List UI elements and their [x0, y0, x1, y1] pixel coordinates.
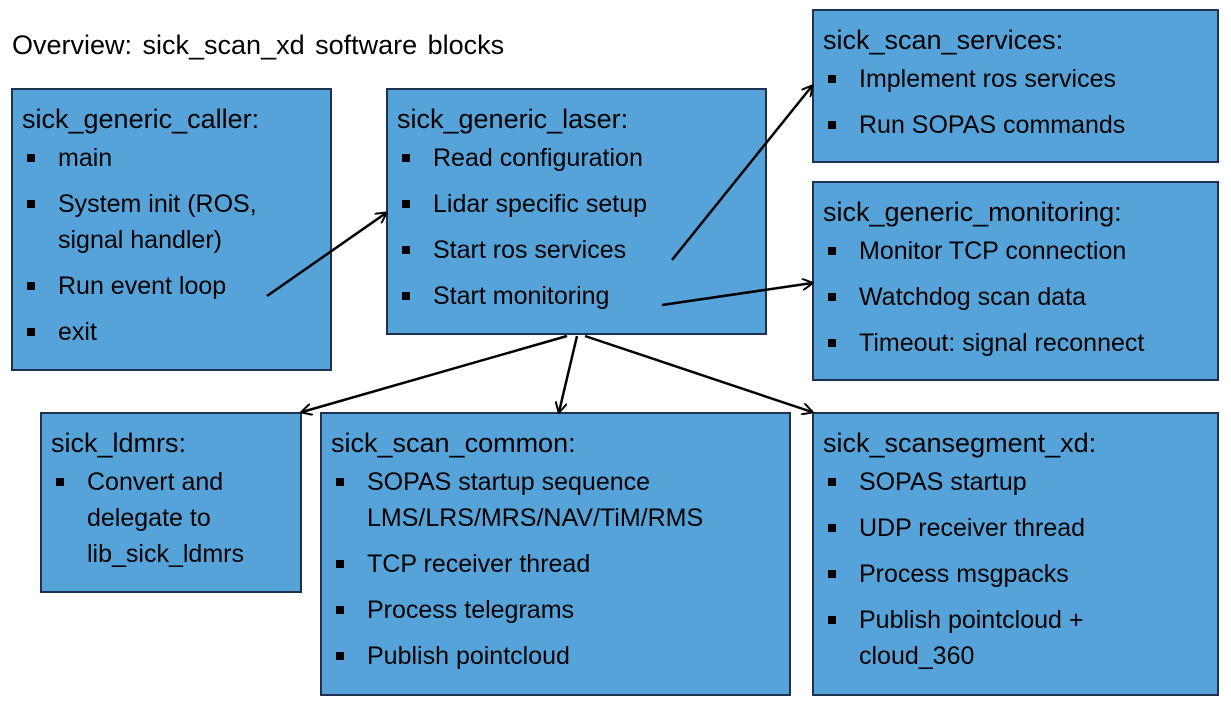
- list-item: System init (ROS, signal handler): [22, 186, 330, 258]
- list-item: Implement ros services: [823, 61, 1217, 97]
- block-sick-scan-services: sick_scan_services: Implement ros servic…: [812, 9, 1219, 163]
- block-sick-scan-common: sick_scan_common: SOPAS startup sequence…: [320, 412, 791, 696]
- list-item: Read configuration: [397, 140, 765, 176]
- block-sick-generic-caller: sick_generic_caller: main System init (R…: [11, 88, 332, 371]
- list-item: Publish pointcloud: [331, 638, 789, 674]
- list-item: Process msgpacks: [823, 556, 1217, 592]
- diagram-title: Overview: sick_scan_xd software blocks: [12, 30, 505, 60]
- list-item-line: System init (ROS,: [58, 190, 257, 218]
- arrow-laser-to-scansegment: [584, 334, 812, 412]
- block-title: sick_scansegment_xd:: [823, 428, 1097, 458]
- block-sick-generic-laser: sick_generic_laser: Read configuration L…: [386, 88, 767, 335]
- arrow-laser-to-ldmrs: [302, 334, 568, 412]
- list-item: Start ros services: [397, 232, 765, 268]
- arrow-caller-to-laser: [266, 213, 386, 298]
- list-item-line: Convert and: [87, 468, 224, 496]
- arrow-laser-to-services: [671, 86, 812, 261]
- list-item-line: Publish pointcloud +: [859, 606, 1084, 634]
- list-item: Start monitoring: [397, 278, 765, 314]
- list-item-line: SOPAS startup sequence: [367, 468, 651, 496]
- list-item: TCP receiver thread: [331, 546, 789, 582]
- arrow-laser-to-common: [559, 335, 579, 412]
- list-item: UDP receiver thread: [823, 510, 1217, 546]
- list-item: SOPAS startup sequence LMS/LRS/MRS/NAV/T…: [331, 464, 789, 536]
- list-item-line: delegate to: [87, 504, 211, 532]
- list-item: exit: [22, 314, 330, 350]
- block-title: sick_generic_laser:: [397, 104, 629, 134]
- arrow-laser-to-monitoring: [661, 283, 812, 307]
- block-sick-generic-monitoring: sick_generic_monitoring: Monitor TCP con…: [812, 181, 1219, 381]
- list-item: Monitor TCP connection: [823, 233, 1217, 269]
- block-title: sick_scan_services:: [823, 25, 1064, 55]
- block-sick-ldmrs: sick_ldmrs: Convert and delegate to lib_…: [40, 412, 302, 593]
- list-item: SOPAS startup: [823, 464, 1217, 500]
- list-item-line: lib_sick_ldmrs: [87, 540, 244, 568]
- list-item: main: [22, 140, 330, 176]
- block-sick-scansegment-xd: sick_scansegment_xd: SOPAS startup UDP r…: [812, 412, 1219, 696]
- list-item: Lidar specific setup: [397, 186, 765, 222]
- list-item: Run event loop: [22, 268, 330, 304]
- list-item-line: LMS/LRS/MRS/NAV/TiM/RMS: [367, 504, 704, 532]
- list-item-line: cloud_360: [859, 642, 975, 670]
- block-title: sick_scan_common:: [331, 428, 576, 458]
- block-title: sick_generic_monitoring:: [823, 197, 1122, 227]
- list-item-line: signal handler): [58, 226, 222, 254]
- block-title: sick_generic_caller:: [22, 104, 260, 134]
- list-item: Process telegrams: [331, 592, 789, 628]
- list-item: Timeout: signal reconnect: [823, 325, 1217, 361]
- list-item: Publish pointcloud + cloud_360: [823, 602, 1217, 674]
- list-item: Run SOPAS commands: [823, 107, 1217, 143]
- list-item: Watchdog scan data: [823, 279, 1217, 315]
- block-title: sick_ldmrs:: [51, 428, 187, 458]
- list-item: Convert and delegate to lib_sick_ldmrs: [51, 464, 300, 572]
